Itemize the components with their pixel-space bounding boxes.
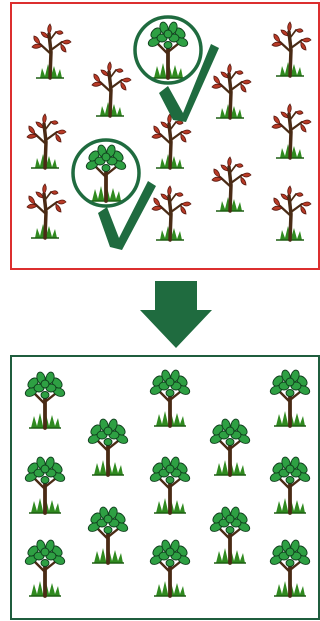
arrow-down-icon: [140, 281, 212, 348]
selected-tree-1: [133, 15, 219, 122]
selected-tree-2: [71, 138, 156, 250]
check-mark-icon: [159, 44, 219, 122]
check-mark-icon: [98, 181, 156, 250]
bottom-panel-frame: [10, 355, 320, 620]
selection-circle: [133, 15, 203, 85]
selection-circle: [71, 138, 141, 208]
